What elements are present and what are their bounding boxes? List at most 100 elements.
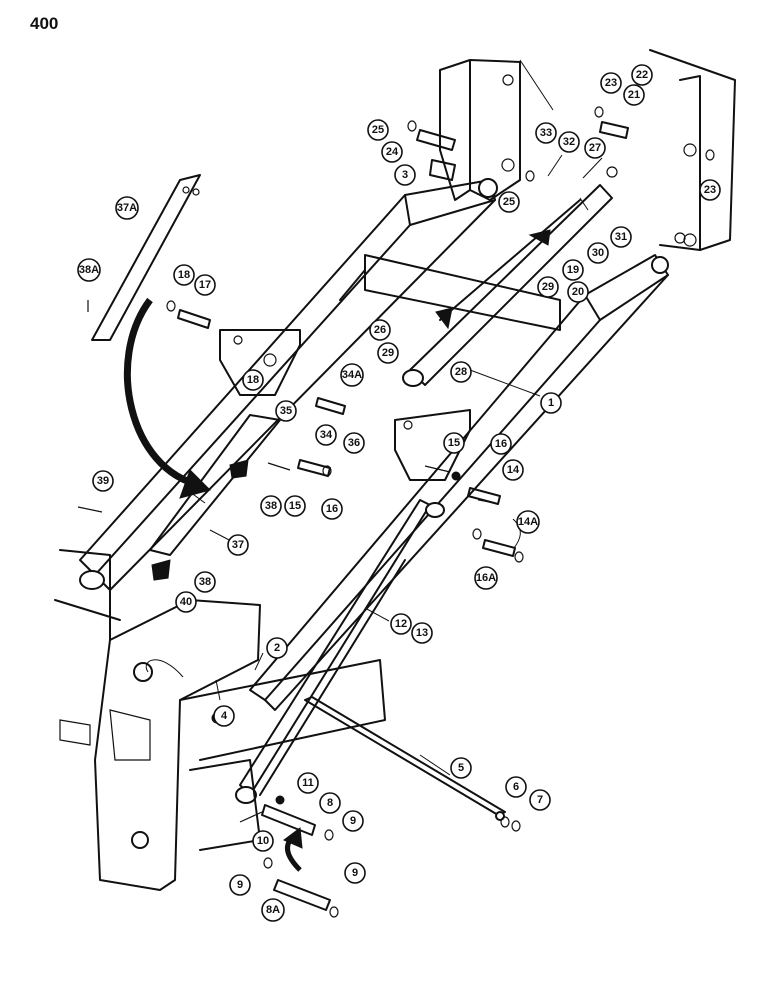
svg-text:11: 11 [302, 777, 314, 789]
callout-16: 16 [490, 433, 512, 455]
svg-text:37: 37 [232, 539, 244, 551]
pin-34a [315, 397, 346, 415]
callout-18: 18 [173, 264, 195, 286]
svg-text:9: 9 [352, 867, 358, 879]
callout-9: 9 [344, 862, 366, 884]
svg-text:16: 16 [495, 438, 507, 450]
callout-23: 23 [600, 72, 622, 94]
svg-text:9: 9 [237, 879, 243, 891]
callout-38a: 38A [77, 258, 101, 282]
pin-14a [482, 539, 516, 557]
cross-tube [339, 254, 561, 331]
svg-text:6: 6 [513, 781, 519, 793]
callout-4: 4 [213, 705, 235, 727]
callout-31: 31 [610, 226, 632, 248]
svg-text:2: 2 [274, 642, 280, 654]
pin-8a [273, 879, 331, 911]
callout-35: 35 [275, 400, 297, 422]
svg-text:14: 14 [507, 464, 520, 476]
callout-34: 34 [315, 424, 337, 446]
svg-text:29: 29 [382, 347, 394, 359]
callout-38: 38 [260, 495, 282, 517]
pin-14 [467, 487, 501, 505]
callout-19: 19 [562, 259, 584, 281]
callout-17: 17 [194, 274, 216, 296]
callout-32: 32 [558, 131, 580, 153]
callout-1: 1 [540, 392, 562, 414]
svg-text:27: 27 [589, 142, 601, 154]
callout-36: 36 [343, 432, 365, 454]
assembly-arrow-large [123, 297, 211, 499]
svg-text:14A: 14A [518, 516, 538, 528]
svg-text:15: 15 [448, 437, 460, 449]
svg-text:34A: 34A [342, 369, 362, 381]
pin-24 [416, 129, 456, 151]
callout-26: 26 [369, 319, 391, 341]
callout-7: 7 [529, 789, 551, 811]
svg-text:3: 3 [402, 169, 408, 181]
callout-15: 15 [284, 495, 306, 517]
callout-39: 39 [92, 470, 114, 492]
part-callouts: 22 21 23 23 25 24 3 33 32 27 25 37A 38A … [77, 64, 721, 922]
svg-text:30: 30 [592, 247, 604, 259]
svg-text:38: 38 [265, 500, 277, 512]
svg-text:40: 40 [180, 596, 192, 608]
front-frame-tower [54, 549, 386, 891]
svg-text:18: 18 [178, 269, 190, 281]
callout-5: 5 [450, 757, 472, 779]
svg-text:29: 29 [542, 281, 554, 293]
svg-text:21: 21 [628, 89, 640, 101]
callout-20: 20 [567, 281, 589, 303]
callout-25: 25 [367, 119, 389, 141]
bushing-3 [429, 159, 456, 181]
callout-13: 13 [411, 622, 433, 644]
svg-text:4: 4 [221, 710, 228, 722]
callout-37a: 37A [115, 196, 139, 220]
svg-text:5: 5 [458, 762, 464, 774]
arm-mounting-plate-right [394, 409, 471, 481]
svg-text:16: 16 [326, 503, 338, 515]
svg-text:25: 25 [503, 196, 515, 208]
svg-text:22: 22 [636, 69, 648, 81]
callout-12: 12 [390, 613, 412, 635]
left-loader-arm [79, 178, 498, 591]
svg-text:24: 24 [386, 146, 399, 158]
svg-text:31: 31 [615, 231, 627, 243]
svg-text:12: 12 [395, 618, 407, 630]
leader-lines [145, 59, 603, 776]
svg-text:16A: 16A [476, 572, 496, 584]
svg-text:36: 36 [348, 437, 360, 449]
svg-text:19: 19 [567, 264, 579, 276]
callout-11: 11 [297, 772, 319, 794]
svg-text:34: 34 [320, 429, 333, 441]
callout-8a: 8A [261, 898, 285, 922]
callout-29: 29 [537, 276, 559, 298]
svg-text:33: 33 [540, 127, 552, 139]
callout-34a: 34A [340, 363, 364, 387]
callout-27: 27 [584, 137, 606, 159]
svg-text:28: 28 [455, 366, 467, 378]
svg-text:23: 23 [704, 184, 716, 196]
callout-14a: 14A [516, 510, 540, 534]
arm-mounting-plate-left [219, 329, 301, 396]
brace-37 [149, 414, 281, 581]
svg-text:8A: 8A [266, 904, 280, 916]
svg-text:23: 23 [605, 77, 617, 89]
bucket-cylinder [402, 184, 613, 387]
svg-text:15: 15 [289, 500, 301, 512]
svg-text:25: 25 [372, 124, 384, 136]
svg-text:1: 1 [548, 397, 554, 409]
callout-37: 37 [227, 534, 249, 556]
callout-15: 15 [443, 432, 465, 454]
callout-16a: 16A [474, 566, 498, 590]
callout-8: 8 [319, 792, 341, 814]
callout-30: 30 [587, 242, 609, 264]
svg-text:18: 18 [247, 374, 259, 386]
callout-6: 6 [505, 776, 527, 798]
page-number: 400 [30, 14, 59, 33]
callout-29: 29 [377, 342, 399, 364]
callout-23: 23 [699, 179, 721, 201]
callout-25: 25 [498, 191, 520, 213]
callout-9: 9 [229, 874, 251, 896]
